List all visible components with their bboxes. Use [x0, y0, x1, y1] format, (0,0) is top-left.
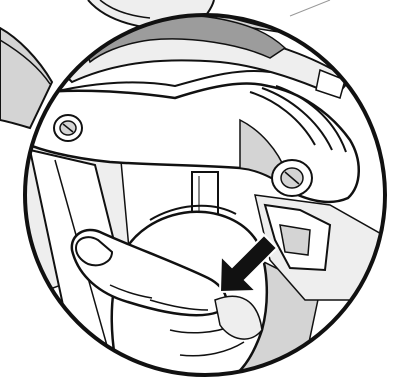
latch-bracket-slot [280, 225, 310, 255]
screw-icon [272, 160, 312, 196]
outer-thin-line [290, 0, 330, 16]
screw-icon [54, 115, 82, 141]
